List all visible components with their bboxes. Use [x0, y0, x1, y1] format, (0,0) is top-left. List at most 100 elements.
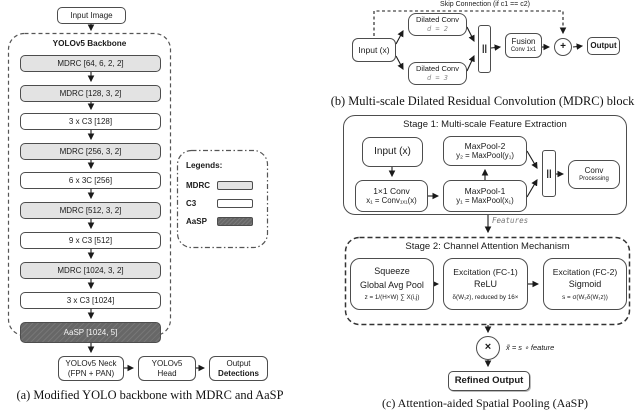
arrow: [466, 26, 475, 42]
maxpool1-formula: y₁ = MaxPool(x₁): [456, 196, 514, 206]
dilation-rate: d = 3: [426, 73, 449, 82]
output-line1: Output: [226, 358, 251, 368]
maxpool2-line1: MaxPool-2: [464, 140, 506, 151]
maxpool1-line1: MaxPool-1: [464, 185, 506, 196]
layer-label: 3 x C3 [1024]: [66, 295, 115, 305]
layer-label: MDRC [1024, 3, 2]: [57, 265, 124, 275]
stage2-border: [344, 236, 631, 326]
input-image-node: Input Image: [57, 7, 126, 24]
fc1-formula: δ(W₁z), reduced by 16×: [452, 293, 519, 301]
layer-c3-3: 9 x C3 [512]: [20, 232, 161, 249]
skip-connection-label: Skip Connection (if c1 == c2): [440, 1, 530, 8]
skip-connection-line: [373, 10, 567, 36]
conv-processing-node: Conv Processing: [568, 160, 620, 189]
layer-label: 3 x C3 [128]: [68, 116, 113, 126]
layer-label: AaSP [1024, 5]: [63, 327, 118, 337]
aasp-input-node: Input (x): [362, 137, 423, 167]
legend-swatch-aasp: [217, 217, 253, 226]
fusion-line2: Conv 1x1: [510, 47, 537, 54]
neck-line1: YOLOv5 Neck: [65, 358, 117, 368]
concat-symbol: ||: [546, 167, 552, 179]
mdrc-output-label: Output: [590, 41, 617, 50]
layer-label: MDRC [512, 3, 2]: [59, 205, 122, 215]
layer-aasp: AaSP [1024, 5]: [20, 322, 161, 343]
backbone-title: YOLOv5 Backbone: [52, 39, 127, 48]
legend-swatch-c3: [217, 199, 253, 208]
neck-node: YOLOv5 Neck (FPN + PAN): [58, 356, 124, 381]
add-node: +: [554, 38, 572, 56]
layer-mdrc-1: MDRC [64, 6, 2, 2]: [20, 55, 161, 72]
squeeze-node: Squeeze Global Avg Pool z = 1/(H×W) ∑ X(…: [350, 258, 434, 310]
stage1-title: Stage 1: Multi-scale Feature Extraction: [403, 119, 567, 130]
fusion-node: Fusion Conv 1x1: [505, 33, 542, 58]
multiply-symbol: ×: [484, 341, 492, 354]
input-image-label: Input Image: [70, 10, 113, 20]
legend-border: [176, 149, 269, 249]
maxpool2-formula: y₂ = MaxPool(y₁): [456, 151, 514, 161]
multiply-node: ×: [476, 336, 500, 360]
caption-b: (b) Multi-scale Dilated Residual Convolu…: [330, 94, 635, 108]
fc2-line2: Sigmoid: [568, 279, 602, 290]
multiply-formula: x̃ = s ∘ feature: [506, 343, 555, 352]
head-line2: Head: [157, 368, 177, 378]
layer-mdrc-3: MDRC [256, 3, 2]: [20, 143, 161, 160]
conv1x1-line1: 1×1 Conv: [373, 185, 410, 196]
refined-output-label: Refined Output: [454, 375, 524, 387]
layer-label: 9 x C3 [512]: [68, 235, 113, 245]
mdrc-output-node: Output: [587, 37, 620, 55]
stage2-title: Stage 2: Channel Attention Mechanism: [405, 241, 570, 252]
dilated-conv-d2-node: Dilated Conv d = 2: [408, 13, 467, 36]
conv1x1-node: 1×1 Conv x₁ = Conv₁ₓ₁(x): [355, 180, 428, 212]
layer-label: MDRC [256, 3, 2]: [59, 146, 122, 156]
concat-symbol: ||: [481, 43, 488, 54]
mdrc-input-label: Input (x): [358, 44, 390, 55]
arrow: [395, 55, 404, 70]
fc2-line1: Excitation (FC-2): [552, 266, 618, 277]
fc1-line1: Excitation (FC-1): [453, 266, 518, 277]
arrow: [395, 30, 404, 45]
arrow: [572, 43, 584, 50]
neck-line2: (FPN + PAN): [67, 368, 115, 378]
squeeze-formula: z = 1/(H×W) ∑ X(i,j): [364, 293, 420, 301]
output-line2: Detections: [218, 368, 259, 378]
mdrc-concat-node: ||: [478, 25, 491, 73]
legend-title: Legends:: [186, 161, 223, 170]
arrow: [526, 179, 538, 198]
layer-c3-1: 3 x C3 [128]: [20, 113, 161, 130]
legend-label-c3: C3: [186, 199, 197, 208]
arrow: [490, 44, 502, 51]
dilated-conv-line1: Dilated Conv: [416, 15, 459, 25]
head-line1: YOLOv5: [151, 358, 183, 368]
fusion-line1: Fusion: [511, 37, 536, 47]
squeeze-line2: Global Avg Pool: [360, 279, 424, 290]
fc1-line2: ReLU: [473, 279, 497, 290]
layer-label: MDRC [128, 3, 2]: [59, 88, 122, 98]
aasp-input-label: Input (x): [374, 145, 411, 157]
maxpool1-node: MaxPool-1 y₁ = MaxPool(x₁): [443, 180, 527, 212]
fc2-formula: s = σ(W₂δ(W₁z)): [562, 293, 608, 301]
excitation-fc1-node: Excitation (FC-1) ReLU δ(W₁z), reduced b…: [443, 258, 528, 310]
squeeze-line1: Squeeze: [374, 266, 410, 277]
legend-swatch-mdrc: [217, 181, 253, 190]
layer-mdrc-2: MDRC [128, 3, 2]: [20, 85, 161, 102]
layer-mdrc-4: MDRC [512, 3, 2]: [20, 202, 161, 219]
caption-a: (a) Modified YOLO backbone with MDRC and…: [16, 388, 284, 402]
layer-mdrc-5: MDRC [1024, 3, 2]: [20, 262, 161, 279]
stage1-container: [343, 115, 627, 215]
legend-label-mdrc: MDRC: [186, 181, 210, 190]
aasp-concat-node: ||: [542, 150, 556, 197]
plus-symbol: +: [560, 40, 566, 52]
conv1x1-formula: x₁ = Conv₁ₓ₁(x): [366, 196, 417, 206]
dilation-rate: d = 2: [426, 24, 449, 33]
maxpool2-node: MaxPool-2 y₂ = MaxPool(y₁): [443, 136, 527, 166]
caption-c: (c) Attention-aided Spatial Pooling (AaS…: [382, 396, 588, 410]
output-detections-node: Output Detections: [209, 356, 268, 381]
legend-label-aasp: AaSP: [186, 217, 207, 226]
layer-label: 6 x 3C [256]: [68, 175, 113, 185]
excitation-fc2-node: Excitation (FC-2) Sigmoid s = σ(W₂δ(W₁z)…: [543, 258, 627, 310]
dilated-conv-line1: Dilated Conv: [416, 64, 459, 74]
conv-processing-line2: Processing: [579, 176, 609, 183]
mdrc-input-node: Input (x): [352, 38, 396, 62]
conv-processing-line1: Conv: [584, 166, 604, 176]
